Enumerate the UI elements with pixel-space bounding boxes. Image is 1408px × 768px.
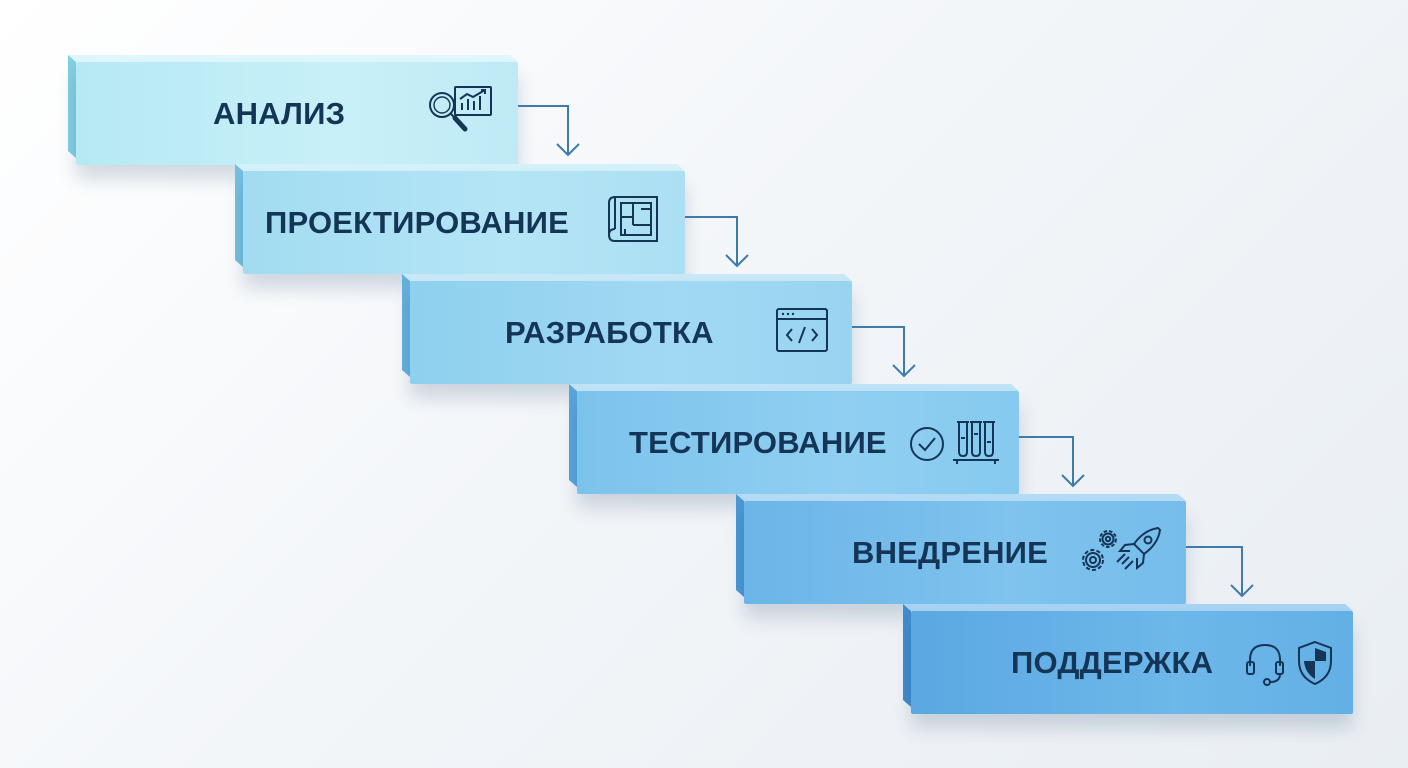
- step-development: РАЗРАБОТКА: [402, 274, 852, 384]
- check-circle-icon: [909, 426, 945, 462]
- step-side-edge: [402, 274, 410, 377]
- step-face: [744, 501, 1186, 604]
- step-support: ПОДДЕРЖКА: [903, 604, 1353, 714]
- step-top-edge: [736, 494, 1186, 501]
- step-label: ПРОЕКТИРОВАНИЕ: [265, 204, 570, 240]
- connector-arrow-3: [852, 326, 916, 378]
- connector-arrow-2: [685, 216, 749, 268]
- blueprint-icon: [607, 195, 663, 245]
- headset-icon: [1244, 640, 1286, 688]
- connector-arrow-1: [518, 105, 580, 157]
- step-label: ТЕСТИРОВАНИЕ: [629, 424, 887, 460]
- rocket-icon: [1114, 524, 1164, 576]
- step-testing: ТЕСТИРОВАНИЕ: [569, 384, 1019, 494]
- shield-icon: [1295, 639, 1335, 687]
- step-face: [243, 171, 685, 274]
- step-top-edge: [903, 604, 1353, 611]
- gears-icon: [1078, 525, 1120, 577]
- step-label: ВНЕДРЕНИЕ: [852, 534, 1049, 570]
- step-analysis: АНАЛИЗ: [68, 55, 518, 165]
- step-design: ПРОЕКТИРОВАНИЕ: [235, 164, 685, 274]
- step-label: РАЗРАБОТКА: [505, 314, 714, 350]
- magnifier-icon: [426, 89, 470, 135]
- test-tubes-icon: [951, 418, 1001, 466]
- step-top-edge: [235, 164, 685, 171]
- step-side-edge: [736, 494, 744, 597]
- code-window-icon: [775, 307, 829, 353]
- connector-arrow-4: [1019, 436, 1085, 488]
- step-label: ПОДДЕРЖКА: [1011, 644, 1214, 680]
- step-side-edge: [68, 55, 76, 158]
- step-deployment: ВНЕДРЕНИЕ: [736, 494, 1186, 604]
- step-label: АНАЛИЗ: [213, 95, 346, 131]
- analytics-chart-icon: [453, 85, 493, 119]
- step-face: [76, 62, 518, 165]
- step-side-edge: [569, 384, 577, 487]
- step-face: [577, 391, 1019, 494]
- step-top-edge: [68, 55, 518, 62]
- connector-arrow-5: [1186, 546, 1254, 598]
- step-side-edge: [903, 604, 911, 707]
- step-top-edge: [569, 384, 1019, 391]
- step-top-edge: [402, 274, 852, 281]
- step-side-edge: [235, 164, 243, 267]
- step-face: [410, 281, 852, 384]
